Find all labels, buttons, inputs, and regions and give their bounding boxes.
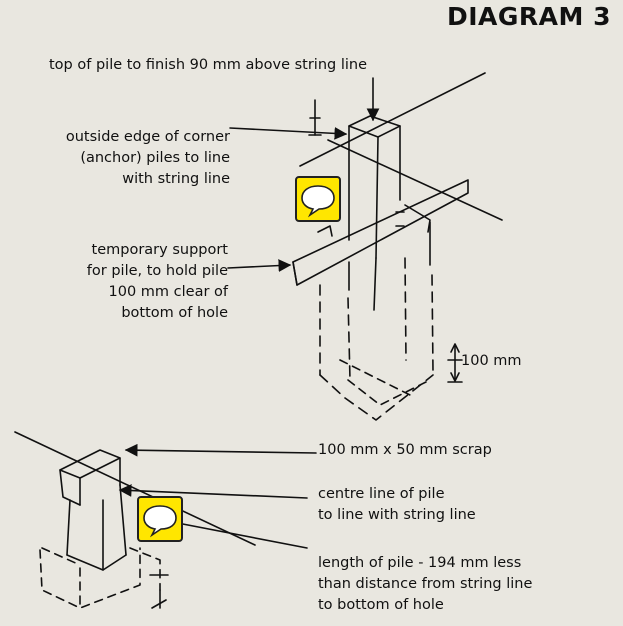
- label-length-of-pile-line-3: to bottom of hole: [318, 597, 444, 613]
- label-length-of-pile-line-1: length of pile - 194 mm less: [318, 555, 522, 571]
- label-temporary-support-line-4: bottom of hole: [121, 305, 228, 321]
- note-button-lower[interactable]: [137, 496, 183, 542]
- label-centre-line-line-2: to line with string line: [318, 507, 476, 523]
- diagram-title: DIAGRAM 3: [447, 2, 611, 31]
- label-length-of-pile-line-2: than distance from string line: [318, 576, 533, 592]
- label-outside-edge-line-2: (anchor) piles to line: [80, 150, 230, 166]
- label-outside-edge: outside edge of corner (anchor) piles to…: [66, 127, 230, 190]
- label-outside-edge-line-3: with string line: [122, 171, 230, 187]
- label-centre-line: centre line of pile to line with string …: [318, 484, 476, 526]
- label-temporary-support: temporary support for pile, to hold pile…: [87, 240, 228, 324]
- speech-bubble-icon: [143, 505, 177, 538]
- label-centre-line-line-1: centre line of pile: [318, 486, 445, 502]
- label-temporary-support-line-2: for pile, to hold pile: [86, 263, 228, 279]
- label-scrap: 100 mm x 50 mm scrap: [318, 442, 492, 458]
- note-button-upper[interactable]: [295, 176, 341, 222]
- label-temporary-support-line-3: 100 mm clear of: [108, 284, 229, 300]
- upper-pile-drawing: [292, 72, 503, 421]
- label-top-of-pile: top of pile to finish 90 mm above string…: [49, 57, 368, 73]
- speech-bubble-icon: [301, 185, 335, 218]
- label-dimension-100mm: 100 mm: [461, 353, 522, 369]
- label-outside-edge-line-1: outside edge of corner: [65, 129, 230, 145]
- label-length-of-pile: length of pile - 194 mm less than distan…: [318, 553, 532, 616]
- label-temporary-support-line-1: temporary support: [91, 242, 228, 258]
- lower-pile-drawing: [14, 431, 256, 609]
